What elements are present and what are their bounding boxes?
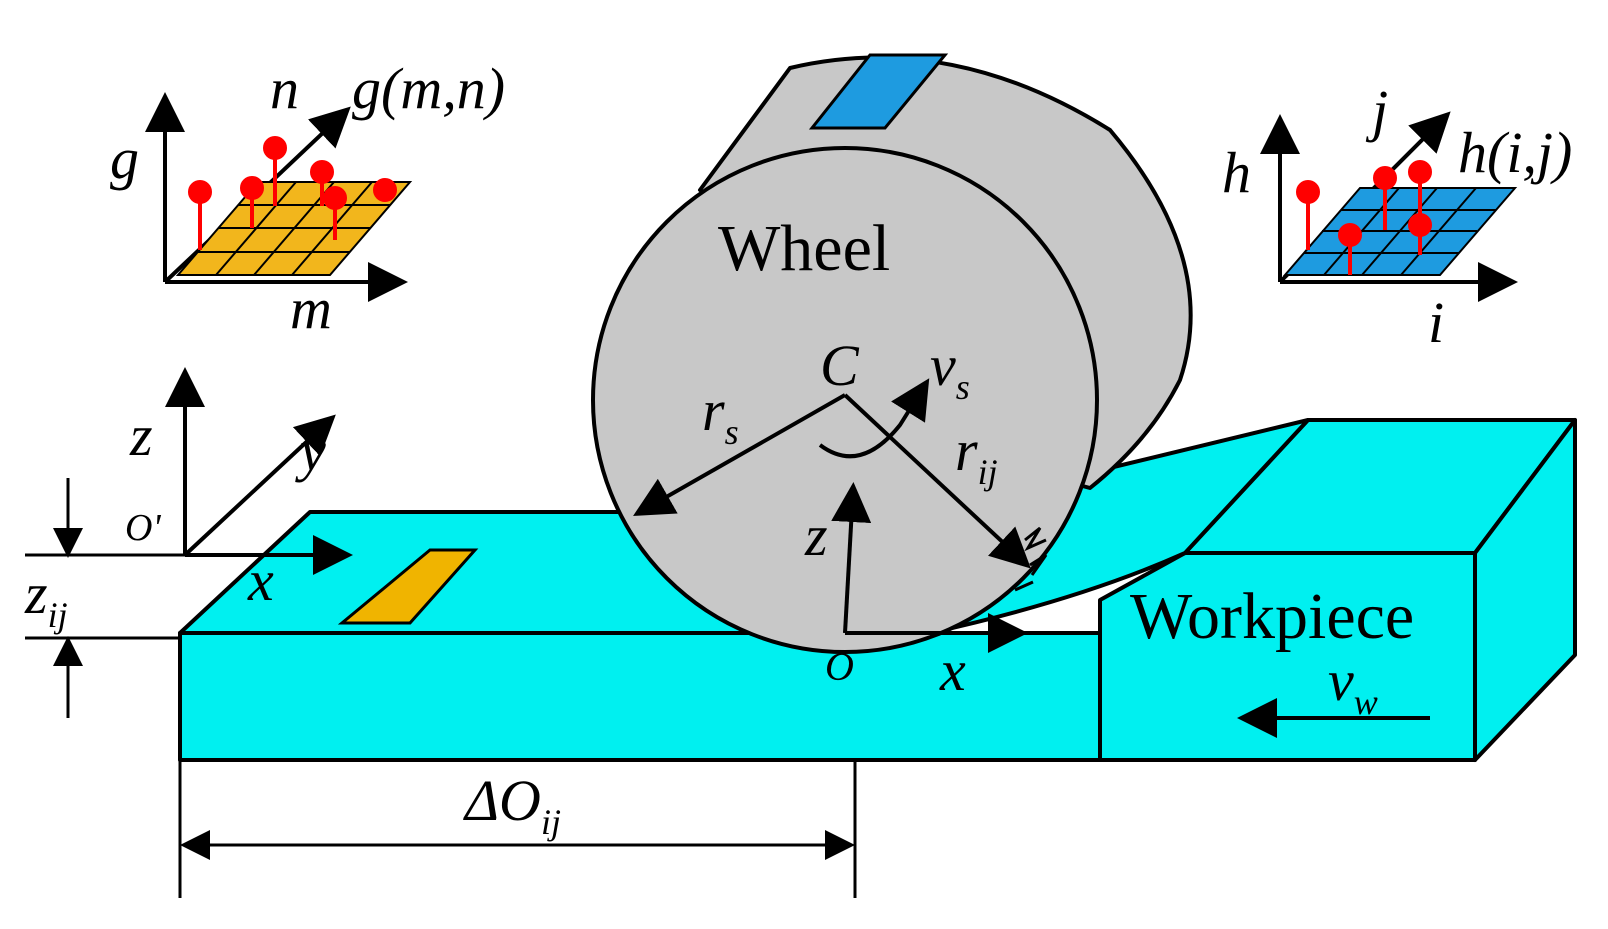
wheel-label: Wheel xyxy=(718,212,890,285)
vs-rotation-arrow xyxy=(818,378,930,459)
h-func-label: h(i,j) xyxy=(1458,120,1572,185)
origin-o-prime-label: O' xyxy=(125,507,161,549)
n-axis-label: n xyxy=(270,56,299,121)
rij-label: rij xyxy=(955,418,998,492)
y-frame-axis xyxy=(183,414,336,557)
rs-label: rs xyxy=(702,378,739,452)
g-func-label: g(m,n) xyxy=(352,56,505,121)
z-wheel-label: z xyxy=(804,503,828,568)
delta-o-label: ΔOij xyxy=(463,768,561,842)
h-grid xyxy=(1282,187,1518,276)
y-frame-label: y xyxy=(295,418,326,483)
h-stems xyxy=(1296,160,1432,275)
g-stems xyxy=(188,136,397,250)
j-axis-label: j xyxy=(1365,78,1388,143)
delta-o-dimension: ΔOij xyxy=(178,760,857,898)
grit-marks xyxy=(1014,526,1048,592)
rij-vector xyxy=(843,393,1031,569)
workpiece-side-face xyxy=(1473,418,1577,762)
rs-vector xyxy=(633,393,846,516)
x-origin-label: x xyxy=(939,638,966,703)
wheel-front-face xyxy=(591,146,1099,654)
workpiece-raised-front xyxy=(1098,551,1477,762)
center-c-label: C xyxy=(820,333,860,398)
m-axis-label: m xyxy=(290,276,332,341)
z-frame-label: z xyxy=(129,403,153,468)
origin-o-label: O xyxy=(825,644,854,689)
z-wheel-vector xyxy=(831,482,872,634)
zij-label: zij xyxy=(24,561,68,635)
workpiece-patch xyxy=(337,548,479,625)
workpiece-label: Workpiece xyxy=(1130,580,1414,653)
h-axis-label: h xyxy=(1222,140,1251,205)
zij-dimension: zij xyxy=(24,478,185,718)
x-frame-label: x xyxy=(247,548,274,613)
g-inset: g n g(m,n) m xyxy=(110,56,505,341)
left-frame: z y O' x xyxy=(125,367,353,613)
wheel-patch xyxy=(808,53,949,130)
g-grid xyxy=(175,181,413,276)
wheel xyxy=(591,53,1193,654)
g-axis-label: g xyxy=(110,126,139,191)
vw-label: vw xyxy=(1328,648,1378,722)
i-axis-label: i xyxy=(1428,290,1444,355)
h-inset: h j h(i,j) i xyxy=(1222,78,1572,355)
vs-label: vs xyxy=(930,333,970,407)
